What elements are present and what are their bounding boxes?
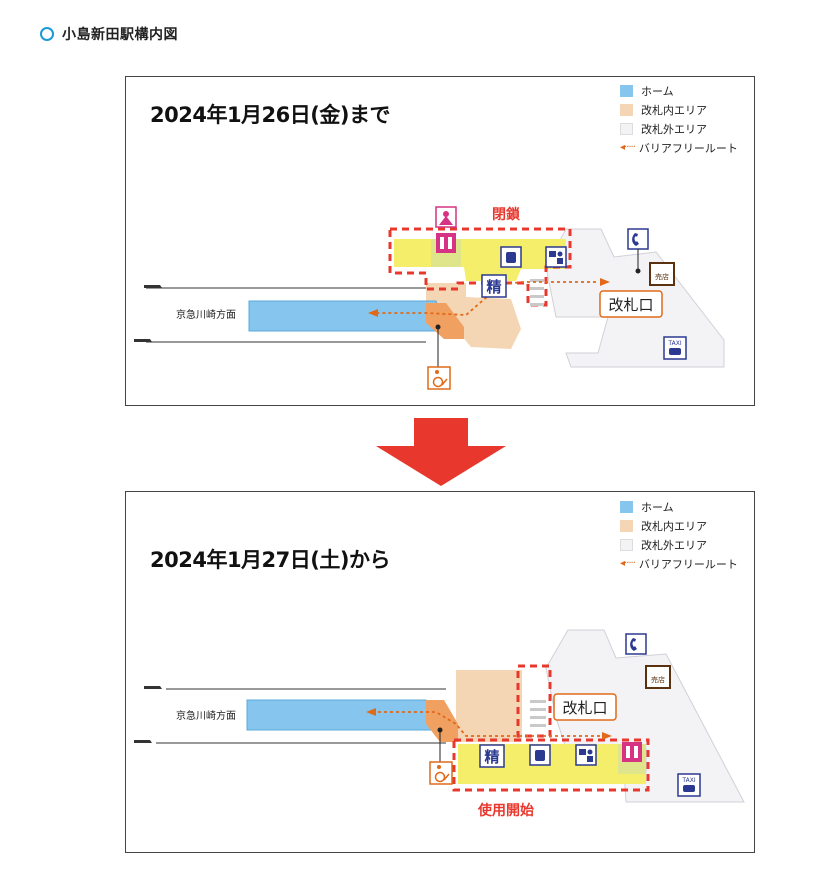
legend-gate-inside-swatch xyxy=(620,103,633,116)
phone-icon xyxy=(625,633,647,655)
train-marker-icon xyxy=(134,339,152,342)
restroom-icon xyxy=(436,233,456,253)
wheelchair-icon xyxy=(427,366,451,390)
restroom-icon xyxy=(622,742,642,762)
legend-gate-outside-swatch xyxy=(620,538,633,551)
svg-text:改札口: 改札口 xyxy=(562,699,607,717)
legend-platform-swatch xyxy=(620,84,633,97)
legend-gate-outside-label: 改札外エリア xyxy=(641,122,707,136)
legend-before: ホーム 改札内エリア 改札外エリア ◂·····バリアフリールート xyxy=(620,81,738,157)
nursing-room-icon xyxy=(435,206,457,228)
opened-label: 使用開始 xyxy=(477,802,534,819)
down-arrow-icon xyxy=(376,418,506,486)
shop-icon: 売店 xyxy=(649,262,675,286)
legend-gate-inside-swatch xyxy=(620,519,633,532)
fare-adjustment-icon: 精 xyxy=(479,744,505,768)
legend-route-arrow-icon: ◂····· xyxy=(620,558,636,569)
fare-adjustment-icon: 精 xyxy=(481,274,507,298)
ramp xyxy=(426,700,458,742)
yellow-concourse xyxy=(458,744,646,784)
yellow-concourse xyxy=(394,239,566,281)
gate-inside-area xyxy=(456,670,522,742)
train-marker-icon xyxy=(134,740,152,743)
map-before-drawing: 精 売店 TAXI 改札口 閉鎖 京急川崎方面 xyxy=(134,206,725,390)
legend-platform-label: ホーム xyxy=(641,500,674,514)
taxi-icon: TAXI xyxy=(663,336,687,360)
train-marker-icon xyxy=(144,686,162,689)
direction-label: 京急川崎方面 xyxy=(176,308,236,321)
platform xyxy=(246,699,437,731)
map-after: 2024年1月27日(土)から ホーム 改札内エリア 改札外エリア ◂·····… xyxy=(125,491,755,853)
taxi-icon: TAXI xyxy=(677,773,701,797)
section-heading: 小島新田駅構内図 xyxy=(40,24,178,44)
ticket-machine-icon xyxy=(545,246,567,268)
legend-gate-inside-label: 改札内エリア xyxy=(641,103,707,117)
legend-after: ホーム 改札内エリア 改札外エリア ◂·····バリアフリールート xyxy=(620,497,738,573)
locker-icon xyxy=(500,246,522,268)
platform xyxy=(248,300,449,332)
route-arrow-icon xyxy=(368,309,378,317)
legend-platform-swatch xyxy=(620,500,633,513)
opened-area-outline xyxy=(452,738,650,792)
shop-text: 売店 xyxy=(655,272,669,281)
ticket-gate-label: 改札口 xyxy=(599,290,663,318)
route-arrow-icon xyxy=(602,732,612,740)
seisan-text: 精 xyxy=(486,278,501,296)
ticket-machine-icon xyxy=(575,744,597,766)
shop-text: 売店 xyxy=(651,675,665,684)
route-arrow-icon xyxy=(600,278,610,286)
taxi-text: TAXI xyxy=(667,340,681,347)
wheelchair-icon xyxy=(429,761,453,785)
svg-text:改札口: 改札口 xyxy=(608,296,653,314)
seisan-text: 精 xyxy=(484,748,499,766)
ticket-gate-label: 改札口 xyxy=(553,693,617,721)
route-arrow-icon xyxy=(366,708,376,716)
map-after-drawing: 精 売店 TAXI xyxy=(134,629,745,819)
after-date: 2024年1月27日(土)から xyxy=(150,548,390,572)
fare-gates xyxy=(530,700,546,727)
locker-icon xyxy=(529,744,551,766)
closed-area-outline xyxy=(388,227,572,307)
closed-label: 閉鎖 xyxy=(492,206,521,223)
ramp xyxy=(426,303,464,339)
legend-gate-outside-label: 改札外エリア xyxy=(641,538,707,552)
shop-icon: 売店 xyxy=(645,665,671,689)
before-date: 2024年1月26日(金)まで xyxy=(150,103,390,127)
legend-barrier-free-label: バリアフリールート xyxy=(638,141,738,155)
page-title: 小島新田駅構内図 xyxy=(62,27,178,43)
legend-route-arrow-icon: ◂····· xyxy=(620,142,636,153)
barrier-free-route xyxy=(376,711,600,737)
legend-gate-inside-label: 改札内エリア xyxy=(641,519,707,533)
taxi-text: TAXI xyxy=(681,777,695,784)
train-marker-icon xyxy=(144,285,162,288)
phone-icon xyxy=(627,228,649,250)
circle-bullet-icon xyxy=(40,27,54,41)
fare-gates xyxy=(530,279,544,306)
legend-platform-label: ホーム xyxy=(641,84,674,98)
map-before: 2024年1月26日(金)まで ホーム 改札内エリア 改札外エリア ◂·····… xyxy=(125,76,755,406)
direction-label: 京急川崎方面 xyxy=(176,709,236,722)
legend-barrier-free-label: バリアフリールート xyxy=(638,557,738,571)
gate-inside-area xyxy=(426,283,521,349)
legend-gate-outside-swatch xyxy=(620,122,633,135)
